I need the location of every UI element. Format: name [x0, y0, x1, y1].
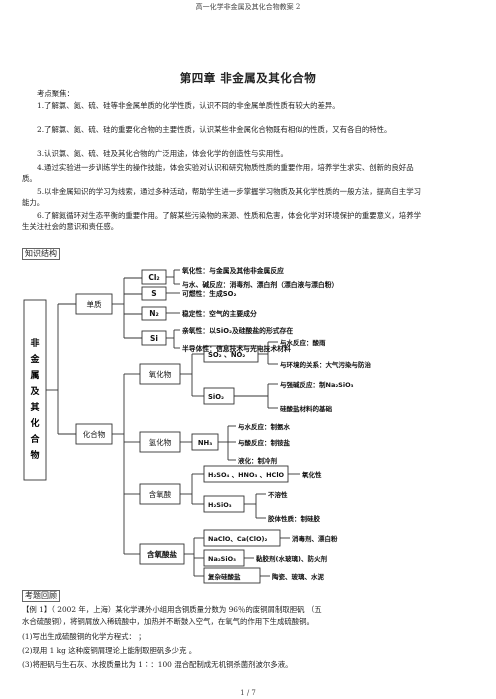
oxide-note-1: 与水反应：酸雨 [280, 338, 326, 347]
root-char-5: 其 [30, 401, 39, 413]
acid-h2sio3: H₂SiO₃ [208, 501, 232, 509]
acid-note-3: 胶体性质：制硅胶 [268, 514, 321, 523]
oxide-note-3: 与强碱反应：制Na₂SiO₃ [280, 380, 354, 389]
objective-2: 2.了解氯、氮、硫、硅的重要化合物的主要性质，认识某些非金属化合物既有相似的性质… [37, 125, 392, 134]
page-number: 1 / 7 [240, 689, 256, 697]
oxide-note-2: 与环境的关系：大气污染与防治 [280, 360, 372, 369]
root-char-2: 金 [29, 353, 40, 365]
acid-note-2: 不溶性 [268, 490, 288, 499]
salt-complex: 复杂硅酸盐 [207, 572, 241, 581]
example-line-5: (3)将胆矾与生石灰、水按质量比为 1∶：100 混合配制成无机铜杀菌剂波尔多液… [22, 660, 293, 669]
oxide-note-4: 硅酸盐材料的基础 [280, 404, 333, 413]
example-line-2: 水合硫酸铜），将铜屑放入稀硫酸中，加热并不断鼓入空气，在氧气的作用下生成硫酸铜。 [22, 617, 314, 626]
objective-5: 5.以非金属知识的学习为线索，通过多种活动，帮助学生进一步掌握学习物质及其化学性… [22, 187, 421, 207]
group-hydrides: 氢化物 [149, 437, 172, 447]
group-salts: 含氧酸盐 [147, 549, 177, 559]
element-si: Si [150, 334, 158, 343]
group-acids: 含氧酸 [149, 489, 172, 499]
group-oxides: 氧化物 [149, 369, 172, 379]
objective-3: 3.认识氯、氮、硫、硅及其化合物的广泛用途，体会化学的创造性与实用性。 [37, 149, 288, 158]
knowledge-structure-label: 知识结构 [22, 248, 60, 260]
objective-6: 6.了解氮循环对生态平衡的重要作用。了解某些污染物的来源、性质和危害，体会化学对… [22, 211, 421, 231]
root-char-1: 非 [30, 337, 39, 349]
s-note-1: 可燃性：生成SO₂ [182, 289, 236, 298]
si-note-1: 亲氧性：以SiO₂及硅酸盐的形式存在 [182, 326, 293, 335]
hydride-note-3: 液化：制冷剂 [238, 456, 278, 465]
oxide-sio2: SiO₂ [208, 393, 224, 401]
example-line-3: (1)写出生成硫酸铜的化学方程式： ； [22, 632, 146, 641]
salt-note-3: 陶瓷、玻璃、水泥 [272, 572, 325, 581]
salt-note-2: 黏胶剂(水玻璃)、防火剂 [256, 554, 327, 563]
chapter-title: 第四章 非金属及其化合物 [179, 71, 317, 85]
review-label: 考题回顾 [22, 590, 60, 602]
si-note-2: 半导体性：信息技术与光电技术材料 [182, 344, 291, 353]
objective-4: 4.通过实验进一步训练学生的操作技能，体会实验对认识和研究物质性质的重要作用，培… [22, 163, 414, 183]
element-s: S [151, 289, 156, 298]
root-char-3: 属 [29, 369, 39, 381]
hydride-note-1: 与水反应：制氨水 [238, 422, 291, 431]
salt-hypochlorite: NaClO、Ca(ClO)₂ [208, 535, 267, 543]
compounds-label: 化合物 [83, 429, 106, 439]
cl2-note-1: 氧化性：与金属及其他非金属反应 [181, 266, 284, 275]
example-line-1: 【例 1】（ 2002 年，上海）某化学课外小组用含铜质量分数为 96％的废铜屑… [22, 605, 322, 614]
root-char-6: 化 [30, 417, 39, 429]
root-char-8: 物 [30, 449, 39, 461]
acid-note-1: 氧化性 [301, 470, 322, 479]
salt-note-1: 消毒剂、漂白粉 [292, 534, 338, 543]
element-cl2: Cl₂ [148, 273, 159, 282]
salt-na2sio3: Na₂SiO₃ [208, 555, 236, 563]
n2-note-1: 稳定性：空气的主要成分 [182, 309, 257, 318]
cl2-note-2: 与水、碱反应：消毒剂、漂白剂（漂白液与漂白粉） [182, 280, 338, 289]
elements-label: 单质 [87, 299, 102, 309]
root-char-7: 合 [30, 433, 40, 445]
hydride-note-2: 与酸反应：制铵盐 [238, 438, 291, 447]
key-points-label: 考点聚焦： [37, 89, 74, 98]
element-n2: N₂ [149, 309, 159, 318]
hydride-nh3: NH₃ [198, 439, 212, 447]
page-header: 高一化学非金属及其化合物教案 2 [195, 3, 301, 11]
objective-1: 1.了解氯、氮、硫、硅等非金属单质的化学性质，认识不同的非金属单质性质有较大的差… [37, 101, 340, 110]
oxide-so2-no2: SO₂ 、NO₂ [208, 351, 245, 359]
root-char-4: 及 [30, 386, 40, 397]
knowledge-diagram: 非 非 金 属 及 其 化 合 物 单质 化合物 Cl₂ S N₂ Si 氧化性… [22, 264, 470, 584]
example-line-4: (2)现用 1 kg 这种废铜屑理论上能制取胆矾多少克 。 [22, 646, 197, 655]
acid-oxidizing: H₂SO₄ 、HNO₃ 、HClO [208, 471, 285, 479]
